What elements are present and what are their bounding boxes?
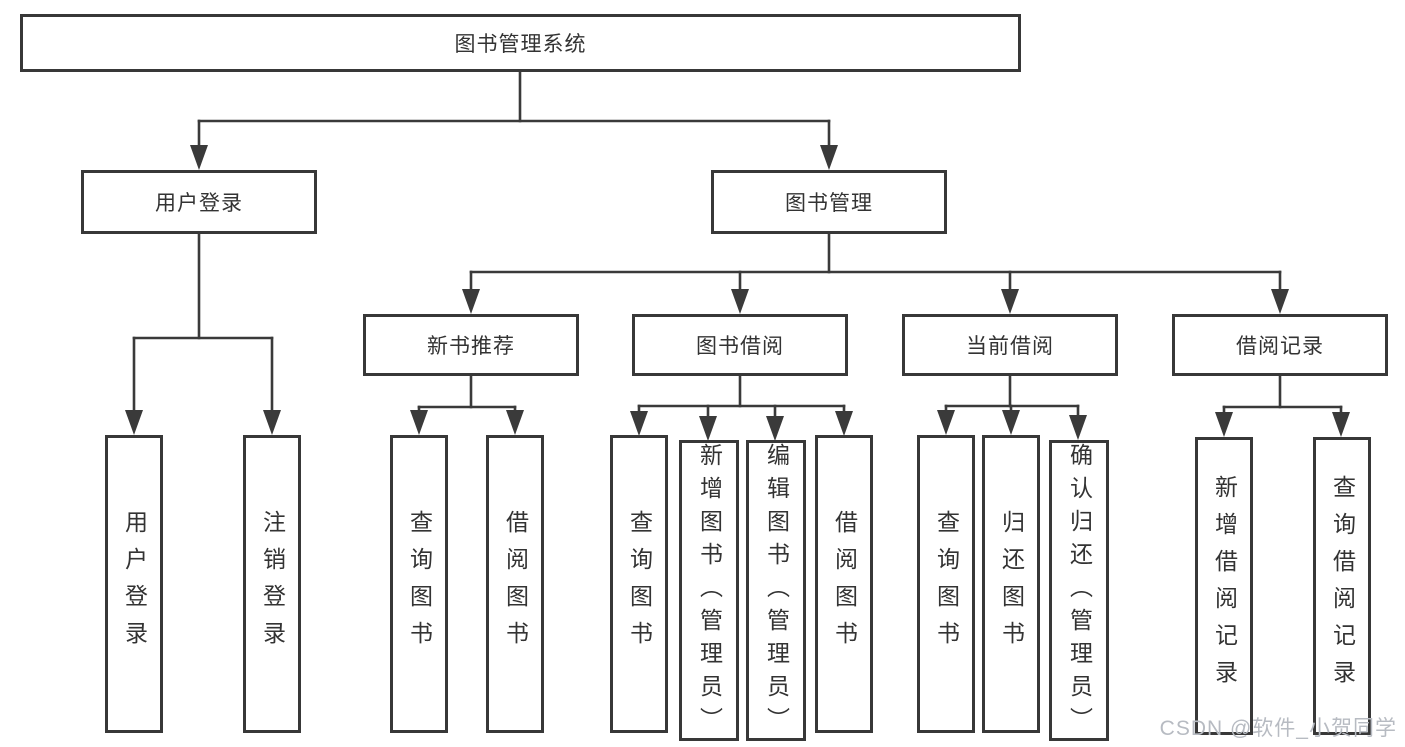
leaf-user-login: 用户登录 bbox=[105, 435, 163, 733]
leaf-query-books: 查询图书 bbox=[610, 435, 668, 733]
leaf-borrow-books: 借阅图书 bbox=[486, 435, 544, 733]
node-user-login: 用户登录 bbox=[81, 170, 317, 234]
leaf-confirm-return-admin: 确认归还（管理员） bbox=[1049, 440, 1109, 741]
leaf-borrow-books: 借阅图书 bbox=[815, 435, 873, 733]
csdn-watermark: CSDN @软件_小贺同学 bbox=[1159, 717, 1397, 740]
node-book-management: 图书管理 bbox=[711, 170, 947, 234]
node-new-book-recommend: 新书推荐 bbox=[363, 314, 579, 376]
node-current-borrowing: 当前借阅 bbox=[902, 314, 1118, 376]
leaf-query-books: 查询图书 bbox=[917, 435, 975, 733]
node-borrow-records: 借阅记录 bbox=[1172, 314, 1388, 376]
leaf-edit-books-admin: 编辑图书（管理员） bbox=[746, 440, 806, 741]
node-root-system: 图书管理系统 bbox=[20, 14, 1021, 72]
node-book-borrowing: 图书借阅 bbox=[632, 314, 848, 376]
leaf-query-books: 查询图书 bbox=[390, 435, 448, 733]
leaf-add-books-admin: 新增图书（管理员） bbox=[679, 440, 739, 741]
leaf-logout: 注销登录 bbox=[243, 435, 301, 733]
leaf-query-borrow-record: 查询借阅记录 bbox=[1313, 437, 1371, 735]
leaf-return-books: 归还图书 bbox=[982, 435, 1040, 733]
leaf-add-borrow-record: 新增借阅记录 bbox=[1195, 437, 1253, 735]
